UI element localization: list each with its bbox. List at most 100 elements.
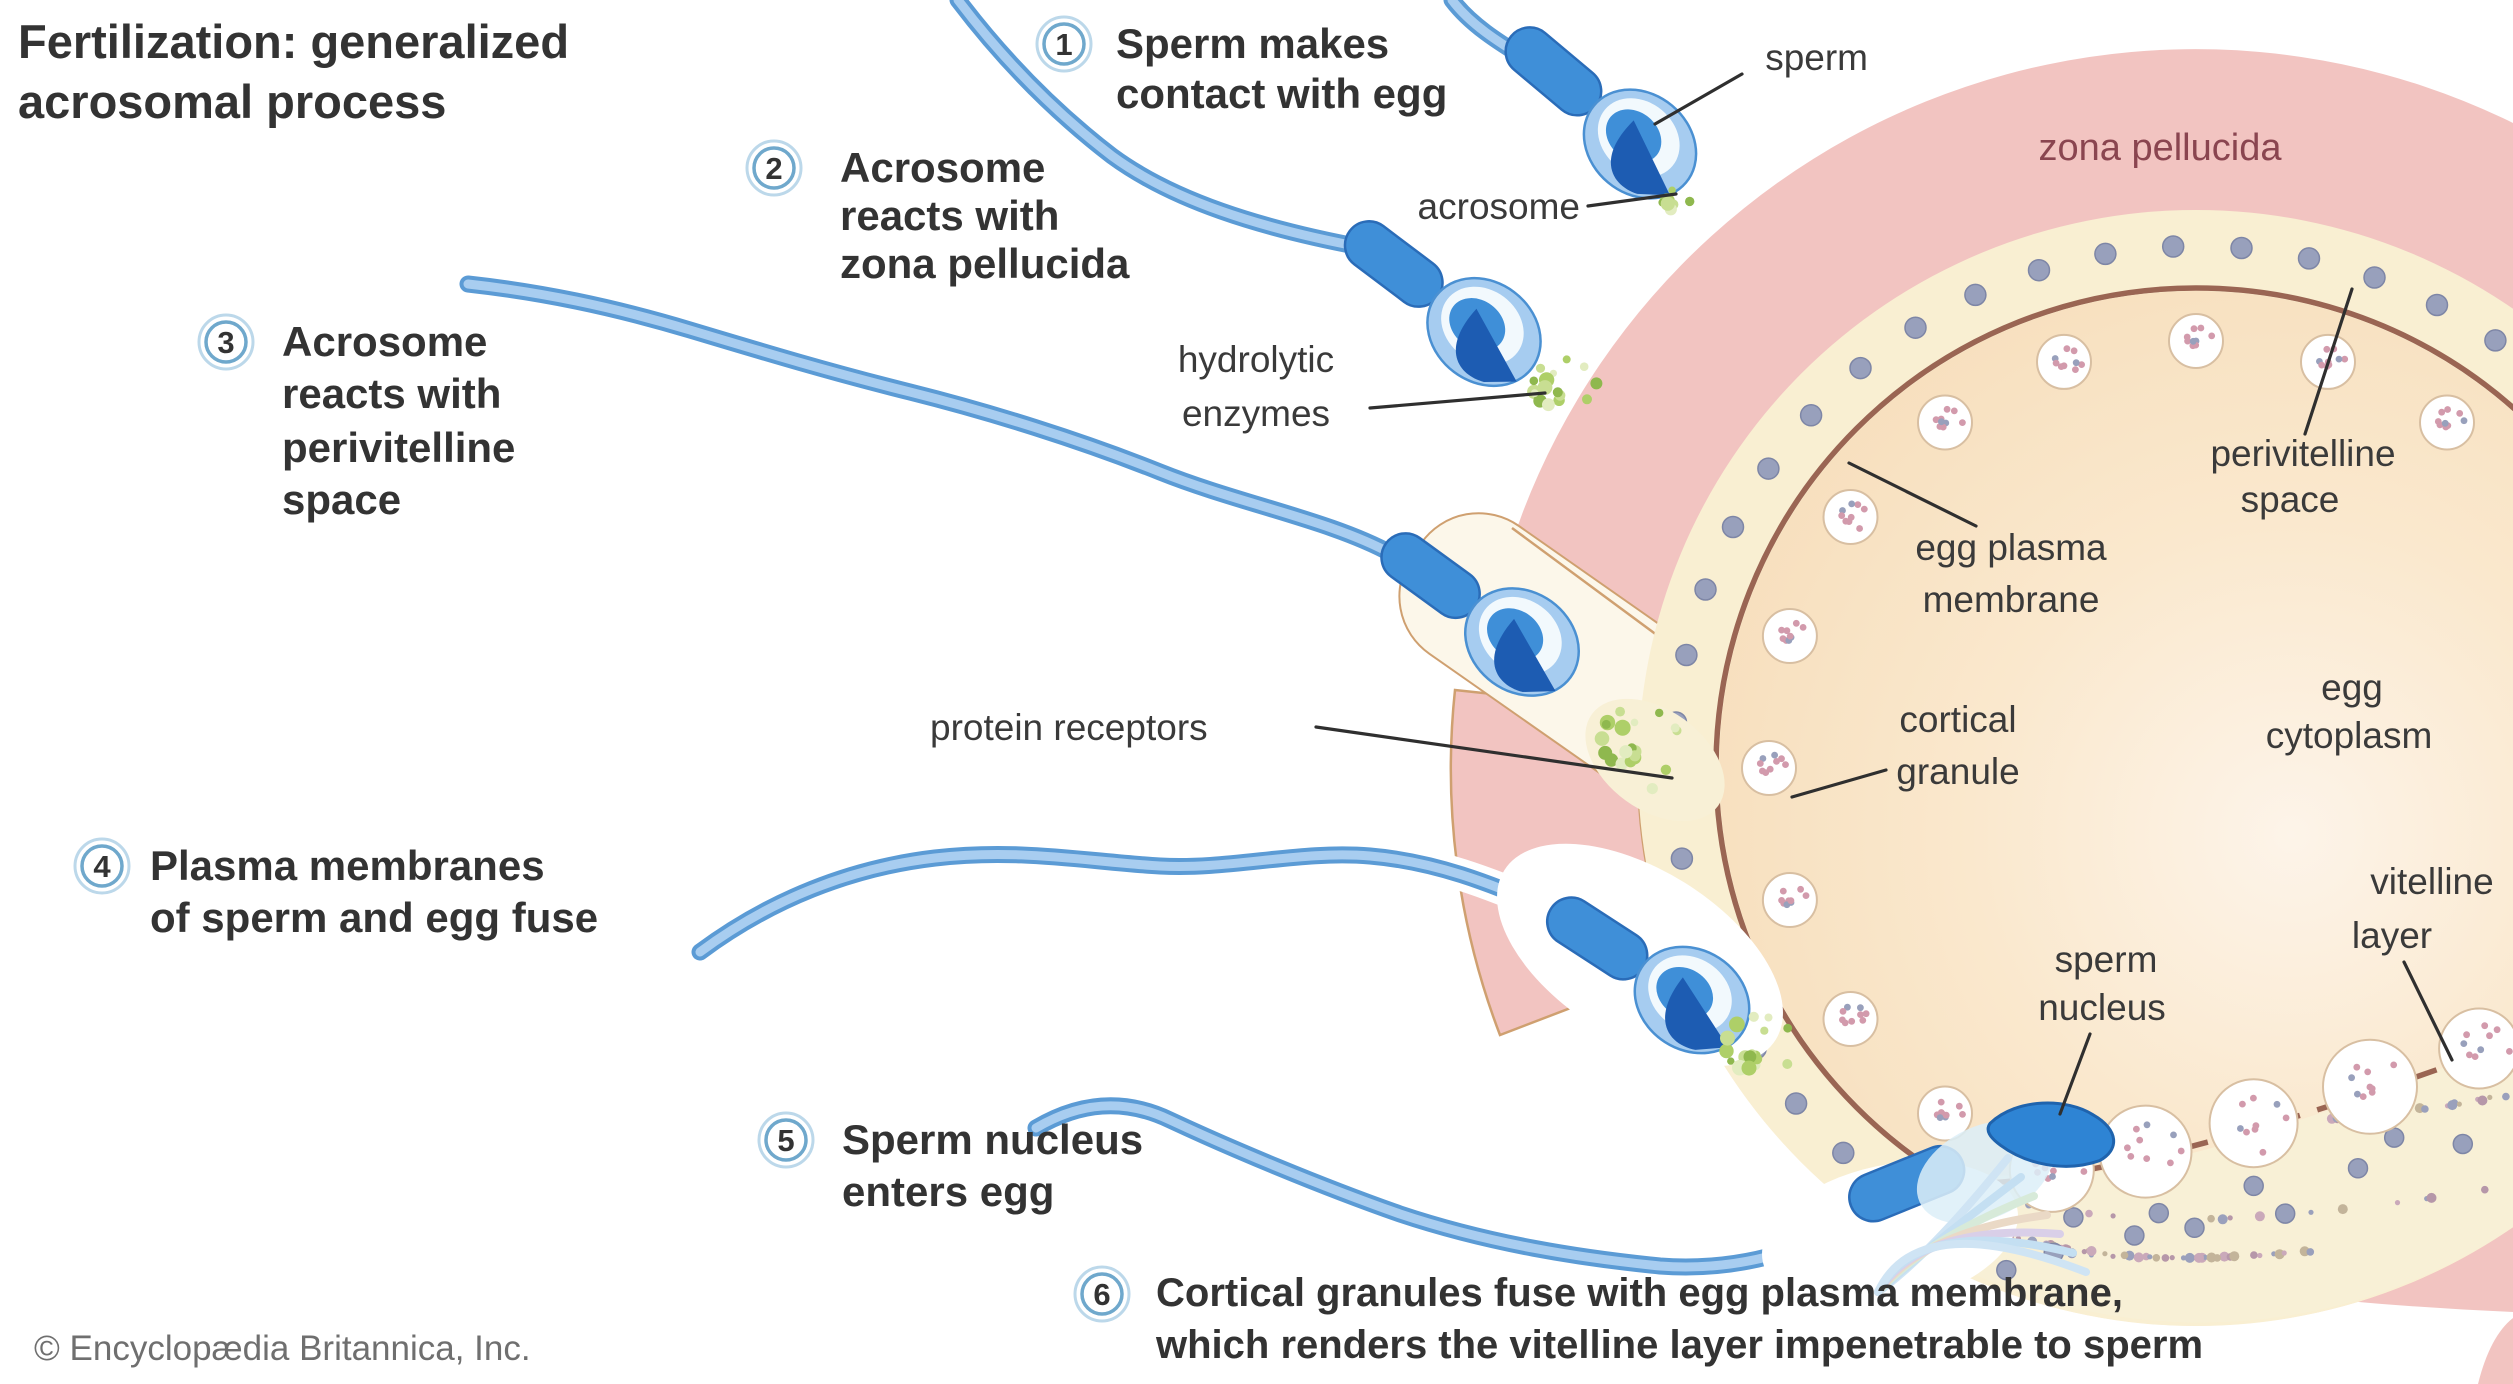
pocket-speckle xyxy=(2477,1095,2488,1106)
sperm-3-tail-core xyxy=(463,279,1397,559)
cortical-granule-label-2: granule xyxy=(1896,751,2019,792)
sperm-1-head xyxy=(1504,26,1698,200)
pocket-speckle xyxy=(2086,1246,2097,1256)
egg-cytoplasm-label-2: cytoplasm xyxy=(2266,715,2433,756)
step-3-circle xyxy=(204,320,248,364)
protein-receptors-leader xyxy=(1314,725,1674,780)
perivitelline-space-label-2: space xyxy=(2241,479,2340,520)
protein-receptor-dot xyxy=(1694,578,1717,601)
pocket-speckle xyxy=(2081,1249,2087,1255)
step-3-number: 3 xyxy=(217,325,234,360)
title-line-1: Fertilization: generalized xyxy=(18,15,569,68)
enzyme-speckle xyxy=(1582,394,1592,405)
pocket-speckle xyxy=(2308,1209,2314,1215)
enzyme-speckle xyxy=(1542,398,1555,412)
displaced-receptor-dot xyxy=(2148,1202,2170,1224)
perivitelline-space-leader xyxy=(2303,287,2354,436)
protein-receptors-label: protein receptors xyxy=(930,707,1208,748)
vitelline-layer-label-2: layer xyxy=(2352,915,2432,956)
protein-receptor-dot xyxy=(2094,242,2117,266)
title: Fertilization: generalized acrosomal pro… xyxy=(18,15,569,128)
enzyme-speckle xyxy=(1727,1057,1735,1065)
leader-lines xyxy=(1314,72,2454,1116)
protein-receptor-dot xyxy=(2425,293,2449,317)
step-6-line-2: which renders the vitelline layer impene… xyxy=(1155,1323,2203,1367)
acrosome-leader xyxy=(1586,192,1678,208)
cortical-granule xyxy=(1761,872,1818,928)
pocket-speckle xyxy=(2110,1253,2116,1259)
enzyme-speckle xyxy=(1783,1023,1793,1033)
step-4-circle xyxy=(80,844,124,888)
protein-receptor-dot xyxy=(1799,404,1823,427)
enzyme-speckle xyxy=(1720,1030,1735,1046)
sperm-nucleus-label-1: sperm xyxy=(2055,939,2158,980)
step-6: 6 Cortical granules fuse with egg plasma… xyxy=(1073,1265,2203,1367)
step-6-circle xyxy=(1080,1272,1124,1316)
step-4: 4 Plasma membranes of sperm and egg fuse xyxy=(73,837,598,941)
sperm-3-acrosome-contents xyxy=(1594,706,1682,795)
sperm-nucleus-leader xyxy=(2058,1032,2092,1116)
part-labels: sperm acrosome hydrolytic enzymes egg pl… xyxy=(930,37,2494,1028)
perivitelline-space-label-1: perivitelline xyxy=(2210,433,2395,474)
sperm-1-acrosome-tip xyxy=(1658,186,1695,216)
cortical-granule xyxy=(2168,313,2224,369)
pocket-speckle xyxy=(2306,1248,2315,1256)
step-5-line-2: enters egg xyxy=(842,1168,1054,1215)
enzyme-speckle xyxy=(1668,186,1676,194)
sperm-5-tail-fan xyxy=(1874,1154,2090,1296)
pocket-speckle xyxy=(2207,1214,2215,1223)
sperm-label: sperm xyxy=(1765,37,1868,78)
enzyme-speckle xyxy=(1760,1026,1769,1035)
enzyme-speckle xyxy=(1741,1060,1757,1076)
zona-pellucida-label: zona pellucida xyxy=(2039,127,2283,169)
zona-pellucida-corner xyxy=(2478,1318,2513,1384)
enzyme-speckle xyxy=(1590,377,1603,390)
cortical-granule-label-1: cortical xyxy=(1899,699,2016,740)
enzyme-speckle xyxy=(1601,719,1611,729)
vitelline-layer-leader xyxy=(2402,960,2454,1062)
sperm-5-nucleus xyxy=(1986,1101,2116,1168)
pocket-speckle xyxy=(2102,1251,2108,1257)
step-1-circle xyxy=(1042,22,1086,66)
displaced-receptor-dot xyxy=(1996,1259,2017,1281)
fusing-cortical-granule xyxy=(2208,1078,2299,1169)
displaced-receptor-dot xyxy=(2184,1217,2205,1239)
sperm-2-head xyxy=(1343,220,1542,388)
sperm-4-tail-core xyxy=(695,849,1553,957)
pocket-speckle xyxy=(2110,1213,2116,1219)
protein-receptor-dot xyxy=(2027,258,2051,282)
fusing-cortical-granule xyxy=(2438,1007,2513,1090)
cortical-granule xyxy=(1917,1085,1973,1142)
enzyme-speckle xyxy=(1619,745,1633,759)
hydrolytic-enzymes-label-2: enzymes xyxy=(1182,393,1330,434)
step-2-line-1: Acrosome xyxy=(840,144,1045,191)
egg-cytoplasm-label-1: egg xyxy=(2321,667,2383,708)
pocket-speckle xyxy=(2202,1254,2208,1260)
enzyme-speckle xyxy=(1660,196,1675,211)
step-2-line-2: reacts with xyxy=(840,192,1059,239)
enzyme-speckle xyxy=(1646,783,1658,795)
cortical-granule-leader xyxy=(1790,768,1888,799)
enzyme-speckle xyxy=(1670,723,1680,733)
step-1-line-2: contact with egg xyxy=(1116,70,1447,117)
pocket-speckle xyxy=(2085,1209,2093,1218)
protein-receptor-dot xyxy=(1721,515,1745,539)
enzyme-speckle xyxy=(1579,362,1589,372)
pocket-speckle xyxy=(2426,1192,2437,1203)
pocket-speckle xyxy=(2152,1254,2161,1262)
step-1-line-1: Sperm makes xyxy=(1116,20,1389,67)
cortical-granule xyxy=(2419,394,2475,451)
pocket-speckle xyxy=(2161,1254,2170,1262)
step-2: 2 Acrosome reacts with zona pellucida xyxy=(745,139,1130,287)
enzyme-speckle xyxy=(1598,745,1613,760)
protein-receptor-dot xyxy=(1849,356,1872,380)
step-3-ring-outer xyxy=(197,313,255,371)
egg-plasma-membrane-label-2: membrane xyxy=(1923,579,2100,620)
pocket-speckle xyxy=(2169,1255,2175,1261)
sperm-4 xyxy=(684,838,1793,1076)
acrosome-label: acrosome xyxy=(1418,186,1580,227)
protein-receptor-dot xyxy=(2363,266,2386,289)
sperm-5-tail-core xyxy=(1031,1101,1877,1272)
enzyme-speckle xyxy=(1743,1050,1757,1064)
pocket-speckle xyxy=(2250,1251,2258,1259)
